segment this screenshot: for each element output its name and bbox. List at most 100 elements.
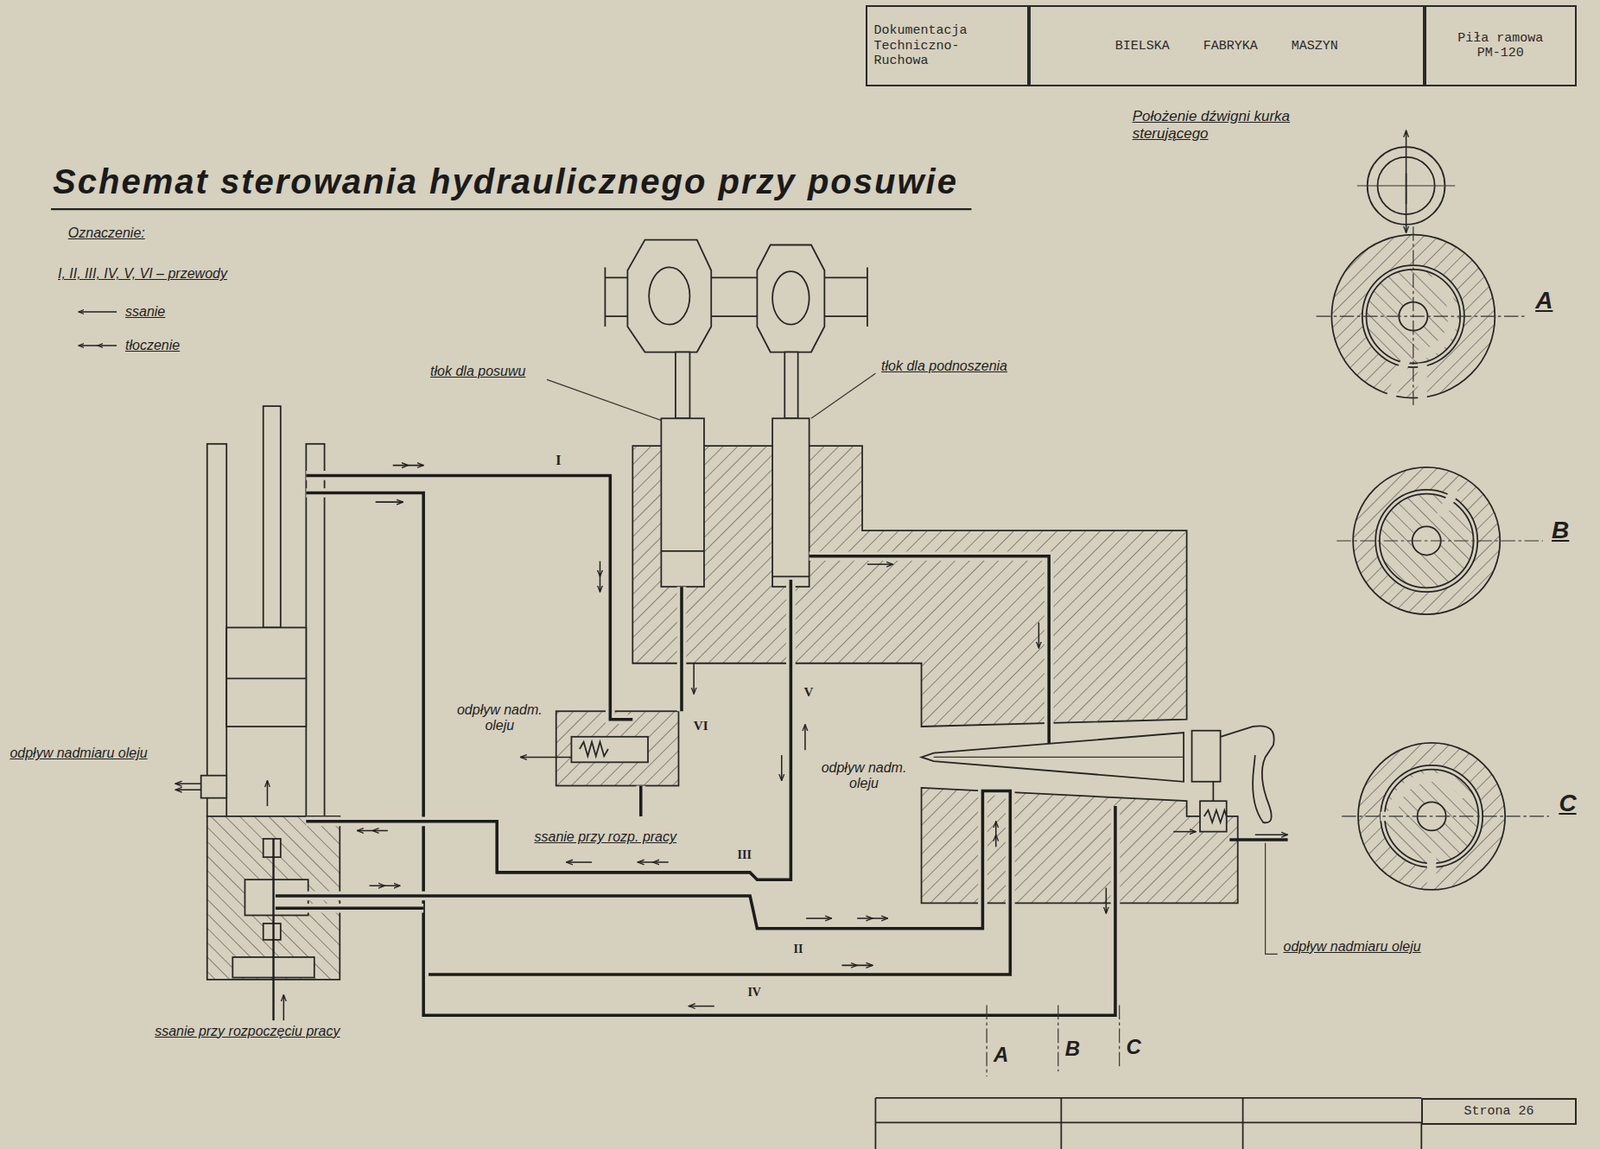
lever-indicator bbox=[1357, 130, 1455, 233]
control-cock-part bbox=[1229, 838, 1288, 842]
section-markers-part bbox=[1057, 1004, 1059, 1072]
conduit-number: V bbox=[801, 685, 815, 700]
title-block-lines-part bbox=[1242, 1098, 1245, 1149]
feed-cylinder-part bbox=[263, 923, 281, 940]
flow-arrows-part bbox=[356, 830, 388, 832]
outlet-label: odpływ nadmiaru oleju bbox=[1282, 939, 1423, 955]
pipes-part bbox=[809, 556, 1050, 754]
control-cock-part bbox=[1204, 810, 1227, 823]
doc-title-cell: Dokumentacja Techniczno-Ruchowa bbox=[865, 5, 1029, 88]
control-cock-part bbox=[921, 732, 1185, 782]
section-markers bbox=[986, 1004, 1120, 1077]
legend-sample bbox=[75, 304, 121, 319]
section-mark-letter: C bbox=[1124, 1034, 1143, 1060]
flow-arrows-part bbox=[867, 563, 894, 566]
leader-lines bbox=[546, 373, 876, 420]
legend-text: tłoczenie bbox=[125, 337, 180, 354]
pipes-part bbox=[635, 785, 646, 816]
conduit-number: II bbox=[792, 942, 806, 957]
valve-body-part bbox=[660, 550, 705, 553]
title-block-lines bbox=[875, 1098, 1422, 1149]
section-a-part bbox=[1390, 359, 1407, 400]
section-b-part bbox=[1441, 489, 1456, 517]
flow-arrows-part bbox=[369, 884, 400, 887]
title-underline-part bbox=[50, 208, 972, 210]
machine-cell: Piła ramowa PM-120 bbox=[1424, 5, 1577, 88]
flow-arrows-part bbox=[1255, 833, 1289, 836]
flow-arrows-part bbox=[566, 861, 593, 864]
conduit-number: I bbox=[553, 452, 563, 469]
legend-arrow bbox=[78, 344, 117, 346]
title-block-lines-part bbox=[1060, 1098, 1062, 1149]
flow-arrows-part bbox=[599, 561, 602, 592]
pipes-part bbox=[305, 475, 633, 719]
leader-lines-part bbox=[811, 373, 876, 419]
section-b bbox=[1336, 467, 1543, 615]
flow-arrows-part bbox=[806, 917, 832, 920]
flow-arrows-part bbox=[804, 724, 807, 751]
flow-arrows-part bbox=[841, 965, 872, 967]
cell-text: Piła ramowa PM-120 bbox=[1448, 31, 1553, 62]
flow-arrows-part bbox=[175, 782, 202, 785]
pipes-part bbox=[275, 903, 424, 914]
section-a-part bbox=[1417, 363, 1428, 401]
section-b-part bbox=[1336, 539, 1543, 541]
feed-cylinder-part bbox=[263, 838, 281, 858]
conduit-number: VI bbox=[692, 718, 711, 734]
flow-arrows-part bbox=[1038, 622, 1041, 649]
section-letter: B bbox=[1549, 516, 1571, 545]
section-mark-letter: B bbox=[1063, 1036, 1082, 1061]
pipes-part bbox=[305, 475, 633, 719]
title-block-lines-part bbox=[1420, 1122, 1423, 1149]
suction-label: ssanie przy rozpoczęciu pracy bbox=[152, 1023, 342, 1040]
legend-item: tłoczenie bbox=[73, 337, 182, 354]
valve-body-part bbox=[772, 575, 810, 578]
valve-position-heading: Położenie dźwigni kurka sterującego bbox=[1130, 107, 1308, 142]
conduit-number: III bbox=[736, 848, 754, 863]
eccentric-shaft-part bbox=[675, 352, 691, 420]
legend-sample bbox=[75, 338, 121, 353]
pipes-part bbox=[677, 586, 687, 712]
eccentric-shaft-part bbox=[648, 266, 690, 324]
feed-cylinder-part bbox=[263, 406, 281, 628]
eccentric-shaft-part bbox=[627, 240, 712, 353]
cell-text-group: BIELSKA FABRYKA MASZYN bbox=[1115, 38, 1339, 54]
section-a-part bbox=[1316, 316, 1526, 318]
flow-arrows-part bbox=[520, 756, 572, 759]
legend-item: ssanie bbox=[73, 304, 167, 320]
section-c bbox=[1341, 742, 1550, 890]
suction-label: ssanie przy rozp. pracy bbox=[533, 829, 680, 845]
flow-arrows-part bbox=[1173, 831, 1196, 833]
pipes-part bbox=[272, 838, 274, 1021]
part-label: tłok dla posuwu bbox=[428, 363, 527, 380]
section-markers-part bbox=[1118, 1004, 1120, 1069]
feed-cylinder-part bbox=[226, 678, 306, 680]
outlet-label: odpływ nadm. oleju bbox=[446, 702, 553, 735]
outlet-label: odpływ nadmiaru oleju bbox=[7, 745, 149, 762]
company-cell: BIELSKA FABRYKA MASZYN bbox=[1028, 5, 1425, 88]
pipes-part bbox=[275, 906, 424, 910]
pipes-part bbox=[639, 785, 643, 816]
pipes-part bbox=[275, 790, 1010, 975]
flow-arrows-part bbox=[995, 821, 997, 848]
flow-arrows bbox=[175, 465, 1288, 1022]
part-label: tłok dla podnoszenia bbox=[879, 358, 1010, 375]
control-cock-part bbox=[1220, 725, 1275, 823]
relief-valve-part bbox=[579, 742, 609, 757]
relief-valve-part bbox=[571, 736, 648, 763]
pipes-part bbox=[305, 579, 791, 880]
eccentric-shaft-part bbox=[784, 352, 798, 420]
pipes-part bbox=[809, 556, 1050, 754]
flow-arrows-part bbox=[692, 663, 695, 694]
cell-text: Strona 26 bbox=[1464, 1104, 1535, 1119]
valve-body-part bbox=[772, 418, 810, 587]
pipes-part bbox=[275, 790, 1010, 975]
feed-cylinder-part bbox=[201, 775, 228, 799]
valve-body-part bbox=[921, 787, 1239, 903]
cell-text-group: Dokumentacja Techniczno-Ruchowa bbox=[874, 23, 983, 69]
outlet-label: odpływ nadm. oleju bbox=[811, 760, 917, 793]
title-underline bbox=[50, 209, 972, 210]
diagram-title: Schemat sterowania hydraulicznego przy p… bbox=[50, 161, 960, 202]
title-block-lines-part bbox=[875, 1097, 1422, 1099]
feed-cylinder-part bbox=[305, 444, 324, 817]
